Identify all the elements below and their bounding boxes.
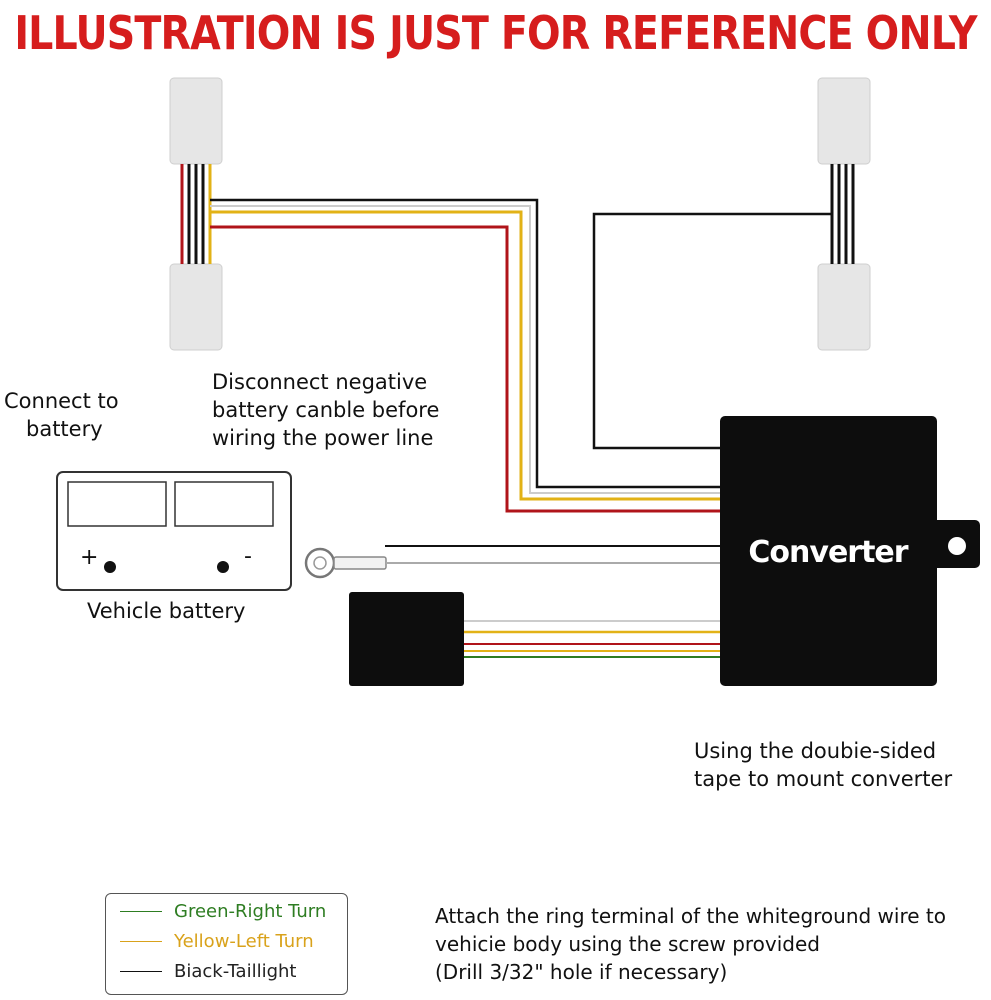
legend-yellow-label: Yellow-Left Turn bbox=[174, 930, 314, 952]
wire-legend: Green-Right Turn Yellow-Left Turn Biack-… bbox=[105, 893, 348, 995]
legend-item-yellow: Yellow-Left Turn bbox=[120, 928, 314, 954]
connect-note-line1: Connect to bbox=[4, 389, 119, 413]
black-taillight-wire bbox=[210, 198, 720, 489]
battery-positive-terminal bbox=[104, 561, 116, 573]
battery-cell-right bbox=[174, 481, 274, 527]
battery-negative-terminal bbox=[217, 561, 229, 573]
legend-item-black: Biack-Taillight bbox=[120, 958, 296, 984]
disconnect-note-line2: battery canble before bbox=[212, 398, 440, 422]
legend-black-label: Biack-Taillight bbox=[174, 960, 297, 982]
right-black-wire bbox=[592, 212, 832, 450]
tape-note-line1: Using the doubie-sided bbox=[694, 739, 937, 763]
legend-yellow-swatch bbox=[120, 940, 162, 942]
disconnect-note-line1: Disconnect negative bbox=[212, 370, 428, 394]
red-wire bbox=[210, 225, 720, 513]
right-connector-bundle bbox=[830, 164, 855, 264]
battery-label: Vehicle battery bbox=[87, 599, 246, 623]
right-top-connector bbox=[817, 77, 871, 165]
right-bottom-connector bbox=[817, 263, 871, 351]
legend-item-green: Green-Right Turn bbox=[120, 898, 326, 924]
converter-box bbox=[720, 416, 937, 686]
attach-note-line3: (Drill 3/32" hole if necessary) bbox=[435, 960, 728, 984]
legend-black-swatch bbox=[120, 970, 162, 972]
ring-terminal-hole bbox=[313, 556, 327, 570]
battery-minus-sign: - bbox=[244, 544, 252, 569]
attach-note-line2: vehicie body using the screw provided bbox=[435, 932, 820, 956]
connect-note-line2: battery bbox=[26, 417, 103, 441]
left-connector-bundle bbox=[180, 164, 212, 264]
ring-terminal-crimp bbox=[333, 556, 387, 570]
attach-note-line1: Attach the ring terminal of the whitegro… bbox=[435, 904, 946, 928]
reference-banner: ILLUSTRATION IS JUST FOR REFERENCE ONLY bbox=[14, 6, 977, 60]
battery-plus-sign: + bbox=[80, 545, 98, 570]
legend-green-swatch bbox=[120, 910, 162, 912]
tape-note-line2: tape to mount converter bbox=[694, 767, 953, 791]
left-bottom-connector bbox=[169, 263, 223, 351]
yellow-left-turn-wire bbox=[210, 210, 720, 501]
disconnect-note-line3: wiring the power line bbox=[212, 426, 434, 450]
battery-cell-left bbox=[67, 481, 167, 527]
legend-green-label: Green-Right Turn bbox=[174, 900, 327, 922]
white-wire-top bbox=[210, 205, 720, 494]
mount-hole bbox=[948, 537, 966, 555]
converter-label: Converter bbox=[748, 535, 908, 570]
left-top-connector bbox=[169, 77, 223, 165]
trailer-plug bbox=[349, 592, 464, 686]
